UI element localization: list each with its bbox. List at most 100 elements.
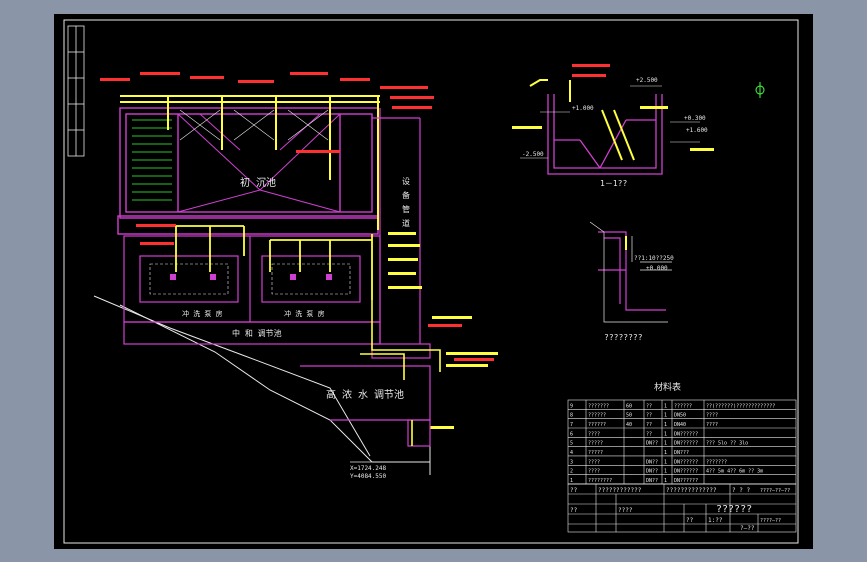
coord-x: X=1724.248 xyxy=(350,465,387,472)
section-pipes xyxy=(529,79,635,161)
sheet-frame xyxy=(63,19,799,544)
side-char-2: 备 xyxy=(402,190,410,200)
drawing-sheet xyxy=(54,14,813,549)
bom-cell: ???? xyxy=(588,431,600,437)
bom-table: 材料表 9??????? 60?? 1?????? ??(??????)???????… xyxy=(567,381,797,485)
bom-cell: DN40 xyxy=(674,422,686,428)
bom-cell: DN50 xyxy=(674,413,686,419)
top-annotations xyxy=(100,72,434,245)
section-title: 1－1?? xyxy=(600,179,627,188)
detail-label-a: ??1:10??250 xyxy=(634,255,674,262)
bom-cell: 9 xyxy=(570,403,573,409)
bom-cell: 40 xyxy=(626,422,632,428)
bom-cell: 4 xyxy=(570,450,573,456)
plan-view: 初 沉池 xyxy=(93,72,498,480)
tb-r1-e: ????–??–?? xyxy=(760,488,790,494)
regulating-pool-label: 高 浓 水 调节池 xyxy=(326,388,404,401)
elev-low: -2.500 xyxy=(522,151,544,158)
lower-tanks xyxy=(123,108,421,345)
bom-cell: DN?? xyxy=(646,469,658,475)
bom-cell: ?? xyxy=(646,403,652,409)
tb-r1-d: ? ? ? xyxy=(732,487,750,494)
bom-cell: ??????? xyxy=(588,403,609,409)
bom-cell: 2 xyxy=(570,469,573,475)
wall-detail: ??1:10??250 ±0.000 ???????? xyxy=(589,221,674,342)
detail-caption: ???????? xyxy=(604,333,643,342)
section-walls xyxy=(547,94,663,175)
pump-well-dims xyxy=(149,263,351,295)
tb-code3: ?? xyxy=(686,517,694,524)
bom-cell: 4?? 5m 4?? 6m ?? 3m xyxy=(706,469,763,475)
bom-cell: ???? xyxy=(588,469,600,475)
bom-title: 材料表 xyxy=(654,381,681,393)
bom-cell: 6 xyxy=(570,431,573,437)
bom-cell: 1 xyxy=(664,431,667,437)
elev-mid: +1.000 xyxy=(572,105,594,112)
bom-cell: 8 xyxy=(570,413,573,419)
bom-cell: ?????? xyxy=(674,403,692,409)
bom-cell: ?? xyxy=(646,431,652,437)
coordinate-marker: X=1724.248 Y=4084.550 xyxy=(350,461,400,480)
bom-cell: 3 xyxy=(570,459,573,465)
bom-cell: DN?????? xyxy=(674,469,698,475)
north-mark xyxy=(755,82,765,98)
pipe-runs-top xyxy=(120,95,380,230)
neutral-pool-label: 中 和 调节池 xyxy=(232,328,282,338)
bom-cell: 1 xyxy=(664,413,667,419)
bom-cell: DN?? xyxy=(646,441,658,447)
wash-pump-right-label: 冲 洗 泵 房 xyxy=(284,309,325,318)
bom-cell: ????? xyxy=(588,441,603,447)
lower-pipes xyxy=(360,300,441,446)
side-char-4: 道 xyxy=(402,218,410,228)
section-1-1: +2.500 +1.000 -2.500 +0.300 +1.600 1－1?? xyxy=(512,64,714,188)
bom-cell: DN??? xyxy=(674,450,689,456)
bom-cell: 60 xyxy=(626,403,632,409)
section-yellow-notes xyxy=(512,106,714,151)
bom-cell: 7 xyxy=(570,422,573,428)
section-red-notes xyxy=(572,64,610,77)
primary-tank-walls xyxy=(117,107,379,235)
tb-r1-b: ???????????? xyxy=(598,487,642,494)
regulating-pool xyxy=(300,343,431,447)
side-char-1: 设 xyxy=(402,176,410,186)
bom-cell: 1 xyxy=(664,450,667,456)
bom-cell: 1 xyxy=(664,469,667,475)
pump-markers xyxy=(170,274,332,280)
elev-top: +2.500 xyxy=(636,77,658,84)
bom-cell: ????? xyxy=(588,450,603,456)
title-block: ?? ???????????? ?????????????? ? ? ? ???… xyxy=(567,483,797,533)
tb-code2: ???? xyxy=(618,507,633,514)
bom-cell: ???????? xyxy=(588,478,612,484)
bom-cell: ???? xyxy=(588,459,600,465)
bom-cell: ??(??????)????????????? xyxy=(706,403,775,409)
side-vertical-label: 设 备 管 道 xyxy=(402,176,410,228)
side-char-3: 管 xyxy=(402,204,410,214)
bom-cell: 50 xyxy=(626,413,632,419)
pipe-truss xyxy=(179,109,329,141)
tb-scale: 1:?? xyxy=(708,517,723,524)
bom-cell: ???? xyxy=(706,413,718,419)
bom-cell: DN?????? xyxy=(674,478,698,484)
bom-cell: DN?? xyxy=(646,478,658,484)
bom-cell: ???? xyxy=(706,422,718,428)
bom-cell: DN?????? xyxy=(674,431,698,437)
elev-right: +0.300 xyxy=(684,115,706,122)
bom-cell: DN?? xyxy=(646,459,658,465)
tb-r1-a: ?? xyxy=(570,487,578,494)
bom-cell: ?????? xyxy=(588,413,606,419)
section-dims xyxy=(520,85,700,159)
tb-r1-c: ?????????????? xyxy=(666,487,717,494)
bom-cell: ??????? xyxy=(706,459,727,465)
elev-right-low: +1.600 xyxy=(686,127,708,134)
tb-main-title: ?????? xyxy=(716,504,752,515)
tb-code1: ?? xyxy=(570,507,578,514)
bom-cell: 1 xyxy=(664,441,667,447)
pump-pipes xyxy=(175,225,373,300)
tb-sheet: ?–?? xyxy=(740,525,755,532)
bom-cell: ?? xyxy=(646,422,652,428)
bom-cell: 1 xyxy=(664,478,667,484)
primary-tank-label: 初 沉池 xyxy=(240,176,276,189)
bom-cell: 1 xyxy=(570,478,573,484)
